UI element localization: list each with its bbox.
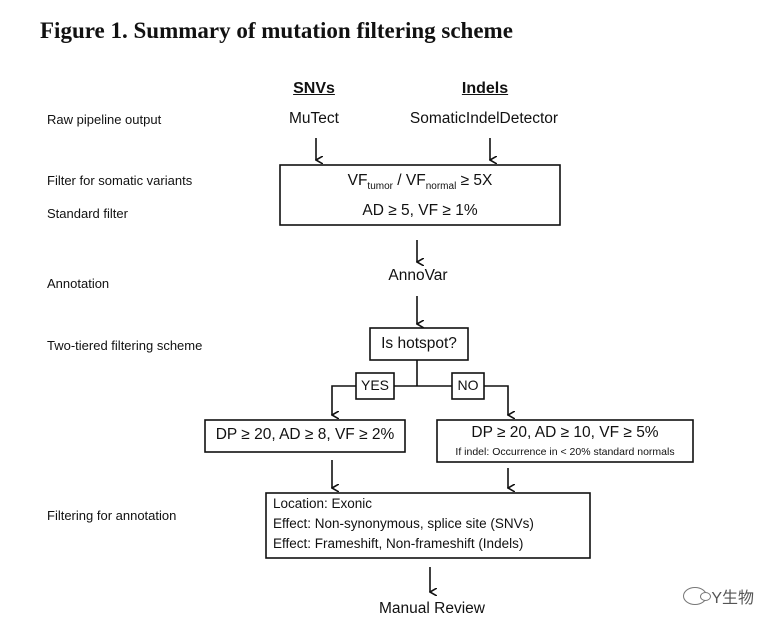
tool-somatic-indel-detector: SomaticIndelDetector — [409, 110, 559, 127]
figure-title: Figure 1. Summary of mutation filtering … — [40, 18, 513, 43]
filter-effect-indel: Effect: Frameshift, Non-frameshift (Inde… — [273, 536, 524, 551]
stage-two-tiered: Two-tiered filtering scheme — [47, 338, 203, 353]
manual-review: Manual Review — [379, 600, 485, 617]
no-filter-box — [436, 419, 694, 463]
stage-annotation: Annotation — [47, 276, 110, 291]
stage-raw-output: Raw pipeline output — [47, 112, 162, 127]
watermark: Y生物 — [683, 584, 754, 608]
yes-filter-box — [204, 419, 406, 453]
tool-mutect: MuTect — [289, 110, 339, 127]
header-indels: Indels — [461, 80, 509, 97]
stage-filtering-annotation: Filtering for annotation — [47, 508, 177, 523]
no-label: NO — [457, 377, 479, 393]
no-filter-text: DP ≥ 20, AD ≥ 10, VF ≥ 5% — [471, 424, 659, 441]
arrow-no — [484, 385, 508, 415]
header-snvs: SNVs — [293, 80, 335, 97]
filter-location: Location: Exonic — [273, 496, 373, 511]
yes-filter-text: DP ≥ 20, AD ≥ 8, VF ≥ 2% — [215, 426, 395, 443]
standard-filter-text: AD ≥ 5, VF ≥ 1% — [362, 202, 478, 219]
stage-standard-filter: Standard filter — [47, 206, 128, 221]
hotspot-box — [369, 327, 469, 361]
filter-effect-snv: Effect: Non-synonymous, splice site (SNV… — [273, 516, 534, 531]
watermark-text: Y生物 — [711, 590, 754, 607]
yes-label: YES — [360, 377, 390, 393]
somatic-ratio-text: VFtumor / VFnormal ≥ 5X — [347, 172, 493, 193]
hotspot-question: Is hotspot? — [381, 335, 457, 352]
tool-annovar: AnnoVar — [388, 267, 448, 284]
arrow-yes — [332, 385, 356, 415]
annotation-filter-box — [265, 492, 591, 559]
wechat-icon — [683, 587, 712, 605]
stage-somatic-filter: Filter for somatic variants — [47, 173, 193, 188]
somatic-filter-box — [279, 164, 561, 226]
no-filter-note: If indel: Occurrence in < 20% standard n… — [455, 446, 675, 458]
